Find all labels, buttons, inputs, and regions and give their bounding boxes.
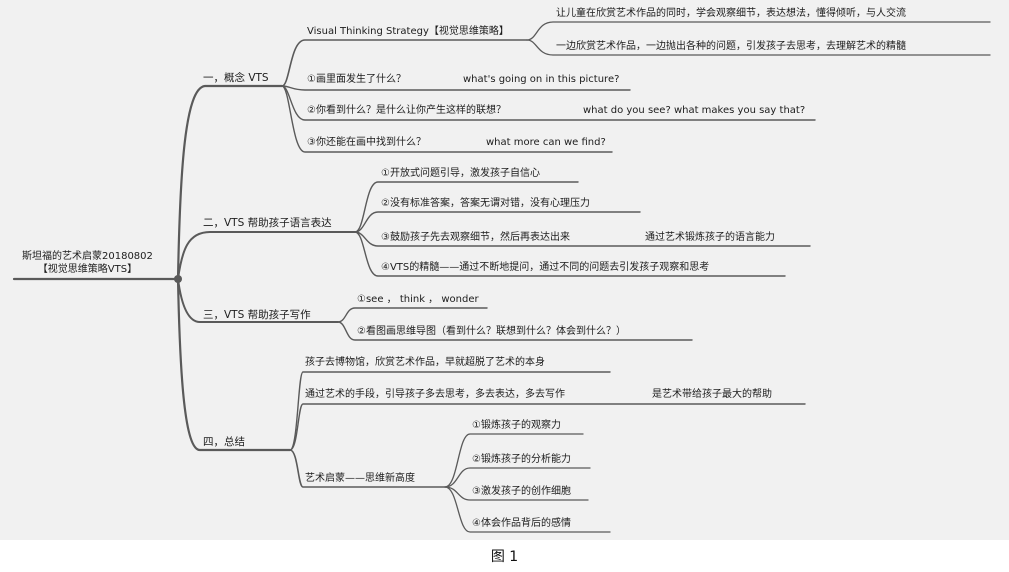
branch-writing-label: 三，VTS 帮助孩子写作 xyxy=(203,309,311,321)
branch-summary-label: 四，总结 xyxy=(203,436,245,448)
language-item-3: ③鼓励孩子先去观察细节，然后再表达出来 xyxy=(381,232,570,243)
question-3-cn: ③你还能在画中找到什么？ xyxy=(307,137,426,148)
enlight-child-4: ④体会作品背后的感情 xyxy=(472,518,571,529)
question-1-en: what's going on in this picture? xyxy=(463,74,620,85)
summary-item-1: 孩子去博物馆，欣赏艺术作品，早就超脱了艺术的本身 xyxy=(305,357,545,368)
branch-concept xyxy=(176,84,284,281)
question-2-en: what do you see? what makes you say that… xyxy=(583,105,806,116)
language-item-2: ②没有标准答案，答案无谓对错，没有心理压力 xyxy=(381,198,590,209)
branch-writing xyxy=(177,278,339,323)
strategy-child-1: 让儿童在欣赏艺术作品的同时，学会观察细节，表达想法，懂得倾听，与人交流 xyxy=(556,8,906,19)
language-item-1: ①开放式问题引导，激发孩子自信心 xyxy=(381,168,540,179)
question-3-en: what more can we find? xyxy=(486,137,606,148)
strategy-label: Visual Thinking Strategy【视觉思维策略】 xyxy=(307,26,509,37)
writing-item-1: ①see ， think ， wonder xyxy=(357,294,479,305)
language-item-4: ④VTS的精髓——通过不断地提问，通过不同的问题去引发孩子观察和思考 xyxy=(381,262,710,273)
branch-language xyxy=(177,231,356,280)
root-title: 斯坦福的艺术启蒙20180802 xyxy=(22,251,153,262)
enlight-child-2: ②锻炼孩子的分析能力 xyxy=(472,454,571,465)
branch-concept-label: 一，概念 VTS xyxy=(203,72,269,84)
writing-item-2: ②看图画思维导图（看到什么？联想到什么？体会到什么？） xyxy=(357,326,626,337)
mind-map: 斯坦福的艺术启蒙20180802 【视觉思维策略VTS】 一，概念 VTS Vi… xyxy=(0,0,1009,540)
summary-item-2: 通过艺术的手段，引导孩子多去思考，多去表达，多去写作 xyxy=(305,389,565,400)
connector-lines xyxy=(12,21,991,533)
enlight-label: 艺术启蒙——思维新高度 xyxy=(305,473,415,484)
root-topic: 斯坦福的艺术启蒙20180802 【视觉思维策略VTS】 xyxy=(22,250,153,276)
enlight-child-3: ③激发孩子的创作细胞 xyxy=(472,486,571,497)
figure-caption: 图 1 xyxy=(490,549,519,565)
summary-item-2-extra: 是艺术带给孩子最大的帮助 xyxy=(652,389,772,400)
language-item-3-extra: 通过艺术锻炼孩子的语言能力 xyxy=(645,232,775,243)
branch-summary xyxy=(176,277,292,452)
branch-language-label: 二，VTS 帮助孩子语言表达 xyxy=(203,217,332,229)
enlight-child-1: ①锻炼孩子的观察力 xyxy=(472,420,561,431)
strategy-child-2: 一边欣赏艺术作品，一边抛出各种的问题，引发孩子去思考，去理解艺术的精髓 xyxy=(556,41,906,52)
root-subtitle: 【视觉思维策略VTS】 xyxy=(37,264,138,275)
question-1-cn: ①画里面发生了什么？ xyxy=(307,74,406,85)
question-2-cn: ②你看到什么？是什么让你产生这样的联想？ xyxy=(307,105,506,116)
